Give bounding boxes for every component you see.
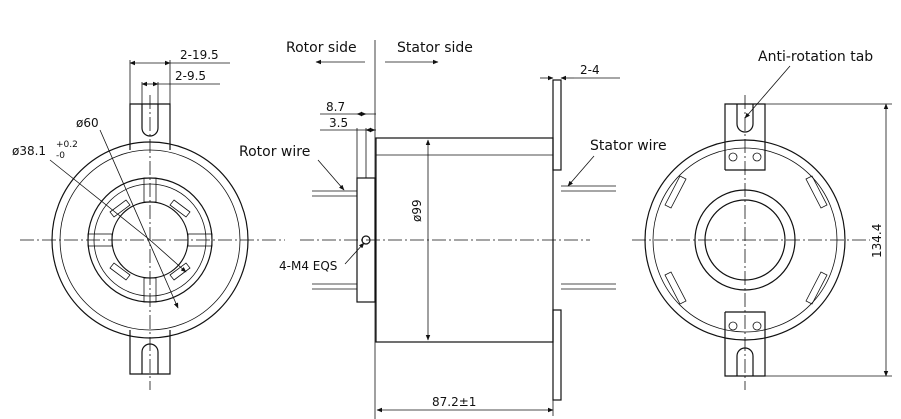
label-screw: 4-M4 EQS: [279, 259, 337, 273]
stator-wires: [561, 185, 616, 290]
dim-d60: ø60: [76, 116, 99, 130]
label-stator-wire: Stator wire: [590, 138, 667, 154]
dim-2-19-5: 2-19.5: [180, 48, 219, 62]
dim-d99: ø99: [410, 199, 424, 222]
rotor-wires: [312, 190, 357, 290]
dim-87-2: 87.2±1: [432, 395, 476, 409]
dim-2-9-5: 2-9.5: [175, 69, 206, 83]
dim-8-7: 8.7: [326, 100, 345, 114]
rotor-end-view: 2-19.5 2-9.5 ø60 ø38.1 +0.2 -0: [12, 48, 285, 390]
bottom-mounting-tab: [129, 330, 171, 375]
stator-end-view: Anti-rotation tab 134.4: [632, 49, 892, 390]
dim-tol-plus: +0.2: [56, 140, 78, 150]
dim-tol-minus: -0: [56, 151, 65, 161]
dim-d38-1: ø38.1: [12, 144, 46, 158]
label-anti-rotation-tab: Anti-rotation tab: [758, 49, 873, 65]
label-rotor-wire: Rotor wire: [239, 144, 310, 160]
stator-outer-circle: [644, 139, 846, 341]
outer-flange-circle: [51, 141, 249, 339]
stator-flange: [552, 79, 562, 171]
top-mounting-tab: [129, 103, 171, 150]
label-rotor-side: Rotor side: [286, 40, 357, 56]
side-view: Rotor side Stator side: [239, 40, 667, 419]
dim-134-4: 134.4: [870, 224, 884, 258]
dim-2-4: 2-4: [580, 63, 600, 77]
label-stator-side: Stator side: [397, 40, 473, 56]
dim-3-5: 3.5: [329, 116, 348, 130]
